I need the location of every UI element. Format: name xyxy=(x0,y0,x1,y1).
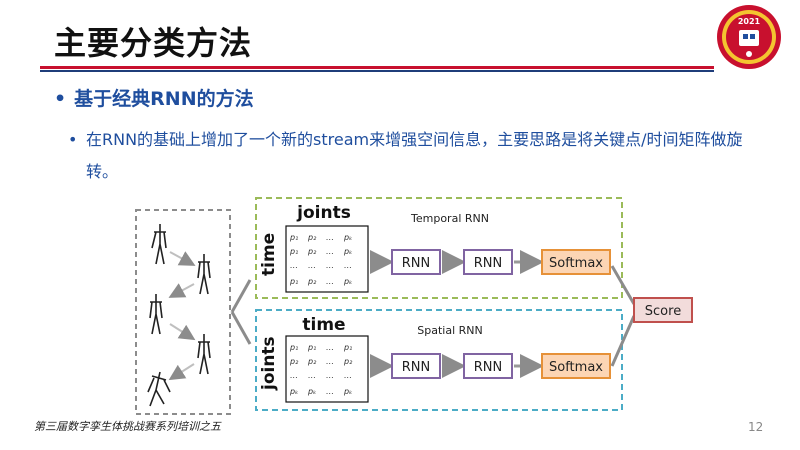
svg-text:…: … xyxy=(326,277,334,286)
temporal-softmax xyxy=(541,249,611,275)
title-underline-red xyxy=(40,66,714,69)
page-number: 12 xyxy=(748,420,764,434)
temporal-matrix-cells: p₁ p₂ … pₖ p₁ p₂ … pₖ … … … … p₁ p₂ … pₖ xyxy=(289,233,352,286)
skeleton-sequence-box xyxy=(135,209,231,415)
spatial-stream-box xyxy=(255,309,623,411)
spatial-matrix-top-label: time xyxy=(302,315,345,335)
svg-text:p₁: p₁ xyxy=(289,247,298,256)
bullet-level2-text: 在RNN的基础上增加了一个新的stream来增强空间信息，主要思路是将关键点/时… xyxy=(86,130,743,181)
svg-text:p₂: p₂ xyxy=(289,357,299,366)
spatial-matrix xyxy=(285,335,369,403)
spatial-rnn-2-label: RNN xyxy=(474,360,502,375)
temporal-rnn-2 xyxy=(463,249,513,275)
temporal-matrix xyxy=(285,225,369,293)
svg-text:p₂: p₂ xyxy=(343,357,353,366)
spatial-rnn-2 xyxy=(463,353,513,379)
competition-logo: 2021 xyxy=(717,5,781,69)
bullet-dot: • xyxy=(54,88,67,110)
svg-text:pₖ: pₖ xyxy=(343,233,352,242)
svg-text:p₁: p₁ xyxy=(343,343,352,352)
bullet-level1-text: 基于经典RNN的方法 xyxy=(74,88,254,110)
svg-text:pₖ: pₖ xyxy=(343,387,352,396)
footer-text: 第三届数字孪生体挑战赛系列培训之五 xyxy=(34,420,221,433)
svg-text:p₂: p₂ xyxy=(307,247,317,256)
svg-text:p₁: p₁ xyxy=(289,233,298,242)
temporal-caption: Temporal RNN xyxy=(410,212,489,225)
svg-text:…: … xyxy=(344,261,352,270)
spatial-matrix-side-label: joints xyxy=(259,336,279,391)
logo-year: 2021 xyxy=(738,17,761,26)
slide-title: 主要分类方法 xyxy=(54,24,253,62)
merge-arrows xyxy=(610,265,636,367)
temporal-rnn-2-label: RNN xyxy=(474,256,502,271)
svg-text:pₖ: pₖ xyxy=(307,387,316,396)
svg-text:…: … xyxy=(326,343,334,352)
bullet-level2: • 在RNN的基础上增加了一个新的stream来增强空间信息，主要思路是将关键点… xyxy=(68,124,746,188)
temporal-matrix-side-label: time xyxy=(259,233,279,276)
spatial-rnn-1 xyxy=(391,353,441,379)
spatial-softmax xyxy=(541,353,611,379)
skeleton-figures xyxy=(147,224,211,407)
bullet-dot: • xyxy=(68,130,78,149)
spatial-softmax-label: Softmax xyxy=(549,360,603,375)
svg-text:…: … xyxy=(308,261,316,270)
svg-text:…: … xyxy=(290,371,298,380)
svg-text:p₂: p₂ xyxy=(307,277,317,286)
svg-text:p₁: p₁ xyxy=(289,343,298,352)
svg-text:p₂: p₂ xyxy=(307,357,317,366)
temporal-rnn-1-label: RNN xyxy=(402,256,430,271)
svg-text:pₖ: pₖ xyxy=(343,277,352,286)
two-stream-rnn-diagram: Temporal RNN joints time p₁ p₂ … pₖ p₁ p₂ … pₖ… xyxy=(135,197,693,415)
svg-text:p₁: p₁ xyxy=(289,277,298,286)
sequence-arrows xyxy=(168,251,196,381)
temporal-matrix-top-label: joints xyxy=(296,203,351,223)
svg-text:…: … xyxy=(290,261,298,270)
svg-text:…: … xyxy=(326,247,334,256)
score-label: Score xyxy=(645,304,681,319)
svg-text:…: … xyxy=(326,371,334,380)
score-box xyxy=(633,297,693,323)
svg-text:…: … xyxy=(308,371,316,380)
temporal-stream-box xyxy=(255,197,623,299)
svg-text:…: … xyxy=(326,261,334,270)
title-underline-blue xyxy=(40,70,714,72)
svg-text:…: … xyxy=(344,371,352,380)
svg-text:p₁: p₁ xyxy=(307,343,316,352)
spatial-rnn-1-label: RNN xyxy=(402,360,430,375)
svg-text:pₖ: pₖ xyxy=(289,387,298,396)
svg-text:…: … xyxy=(326,357,334,366)
spatial-caption: Spatial RNN xyxy=(417,324,482,337)
temporal-rnn-1 xyxy=(391,249,441,275)
split-arrows xyxy=(230,279,252,345)
temporal-softmax-label: Softmax xyxy=(549,256,603,271)
svg-text:…: … xyxy=(326,233,334,242)
svg-text:…: … xyxy=(326,387,334,396)
svg-text:pₖ: pₖ xyxy=(343,247,352,256)
svg-text:p₂: p₂ xyxy=(307,233,317,242)
bullet-level1: • 基于经典RNN的方法 xyxy=(54,84,254,111)
